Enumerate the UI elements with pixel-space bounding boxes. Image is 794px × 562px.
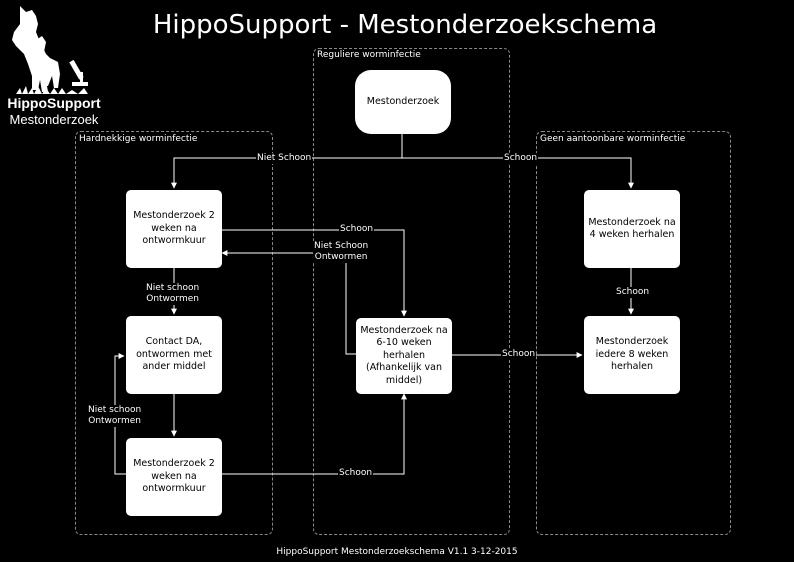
node-left-contact-da: Contact DA, ontwormen met ander middel [126, 316, 222, 394]
node-start-mestonderzoek: Mestonderzoek [355, 70, 451, 134]
edge-label-niet-schoon-ontwormen-middle: Niet Schoon Ontwormen [313, 241, 370, 263]
node-left-mestonderzoek-1: Mestonderzoek 2 weken na ontwormkuur [126, 190, 222, 268]
footer-text: HippoSupport Mestonderzoekschema V1.1 3-… [276, 547, 518, 557]
edge-left1-to-middle1 [222, 229, 407, 317]
edge-label-schoon-left3-middle: Schoon [338, 468, 374, 479]
edge-middle1-to-left1 [221, 250, 356, 355]
edge-left3-to-middle1 [222, 393, 407, 475]
panel-hardnekkig [75, 131, 273, 535]
panel-label-geen-infectie: Geen aantoonbare worminfectie [540, 134, 686, 144]
node-right-mestonderzoek-8-weken: Mestonderzoek iedere 8 weken herhalen [584, 316, 680, 394]
edge-label-niet-schoon-ontwormen-loop: Niet schoon Ontwormen [87, 405, 143, 427]
node-right-mestonderzoek-4-weken: Mestonderzoek na 4 weken herhalen [584, 190, 680, 268]
node-left-mestonderzoek-2: Mestonderzoek 2 weken na ontwormkuur [126, 438, 222, 516]
panel-label-hardnekkig: Hardnekkige worminfectie [79, 134, 198, 144]
diagram-title: HippoSupport - Mestonderzoekschema [152, 10, 658, 40]
panel-geen-infectie [536, 131, 731, 535]
logo-name: HippoSupport [7, 95, 101, 111]
node-middle-mestonderzoek: Mestonderzoek na 6-10 weken herhalen (Af… [356, 318, 452, 394]
edge-label-schoon-left1-middle: Schoon [339, 224, 375, 235]
edge-label-schoon-middle-right: Schoon [501, 349, 537, 360]
horse-and-microscope-icon [12, 6, 88, 94]
panel-regulier [313, 48, 510, 535]
edge-start-to-right1 [402, 157, 634, 189]
edge-start-to-left1 [171, 157, 402, 189]
panel-label-regulier: Reguliere worminfectie [317, 50, 421, 60]
edge-label-schoon-right1-right2: Schoon [615, 287, 651, 298]
logo-subtitle: Mestonderzoek [9, 112, 99, 127]
edge-label-niet-schoon-ontwormen-left1: Niet schoon Ontwormen [145, 283, 201, 305]
edge-label-niet-schoon-top: Niet Schoon [256, 153, 313, 164]
edge-label-schoon-top: Schoon [503, 153, 539, 164]
